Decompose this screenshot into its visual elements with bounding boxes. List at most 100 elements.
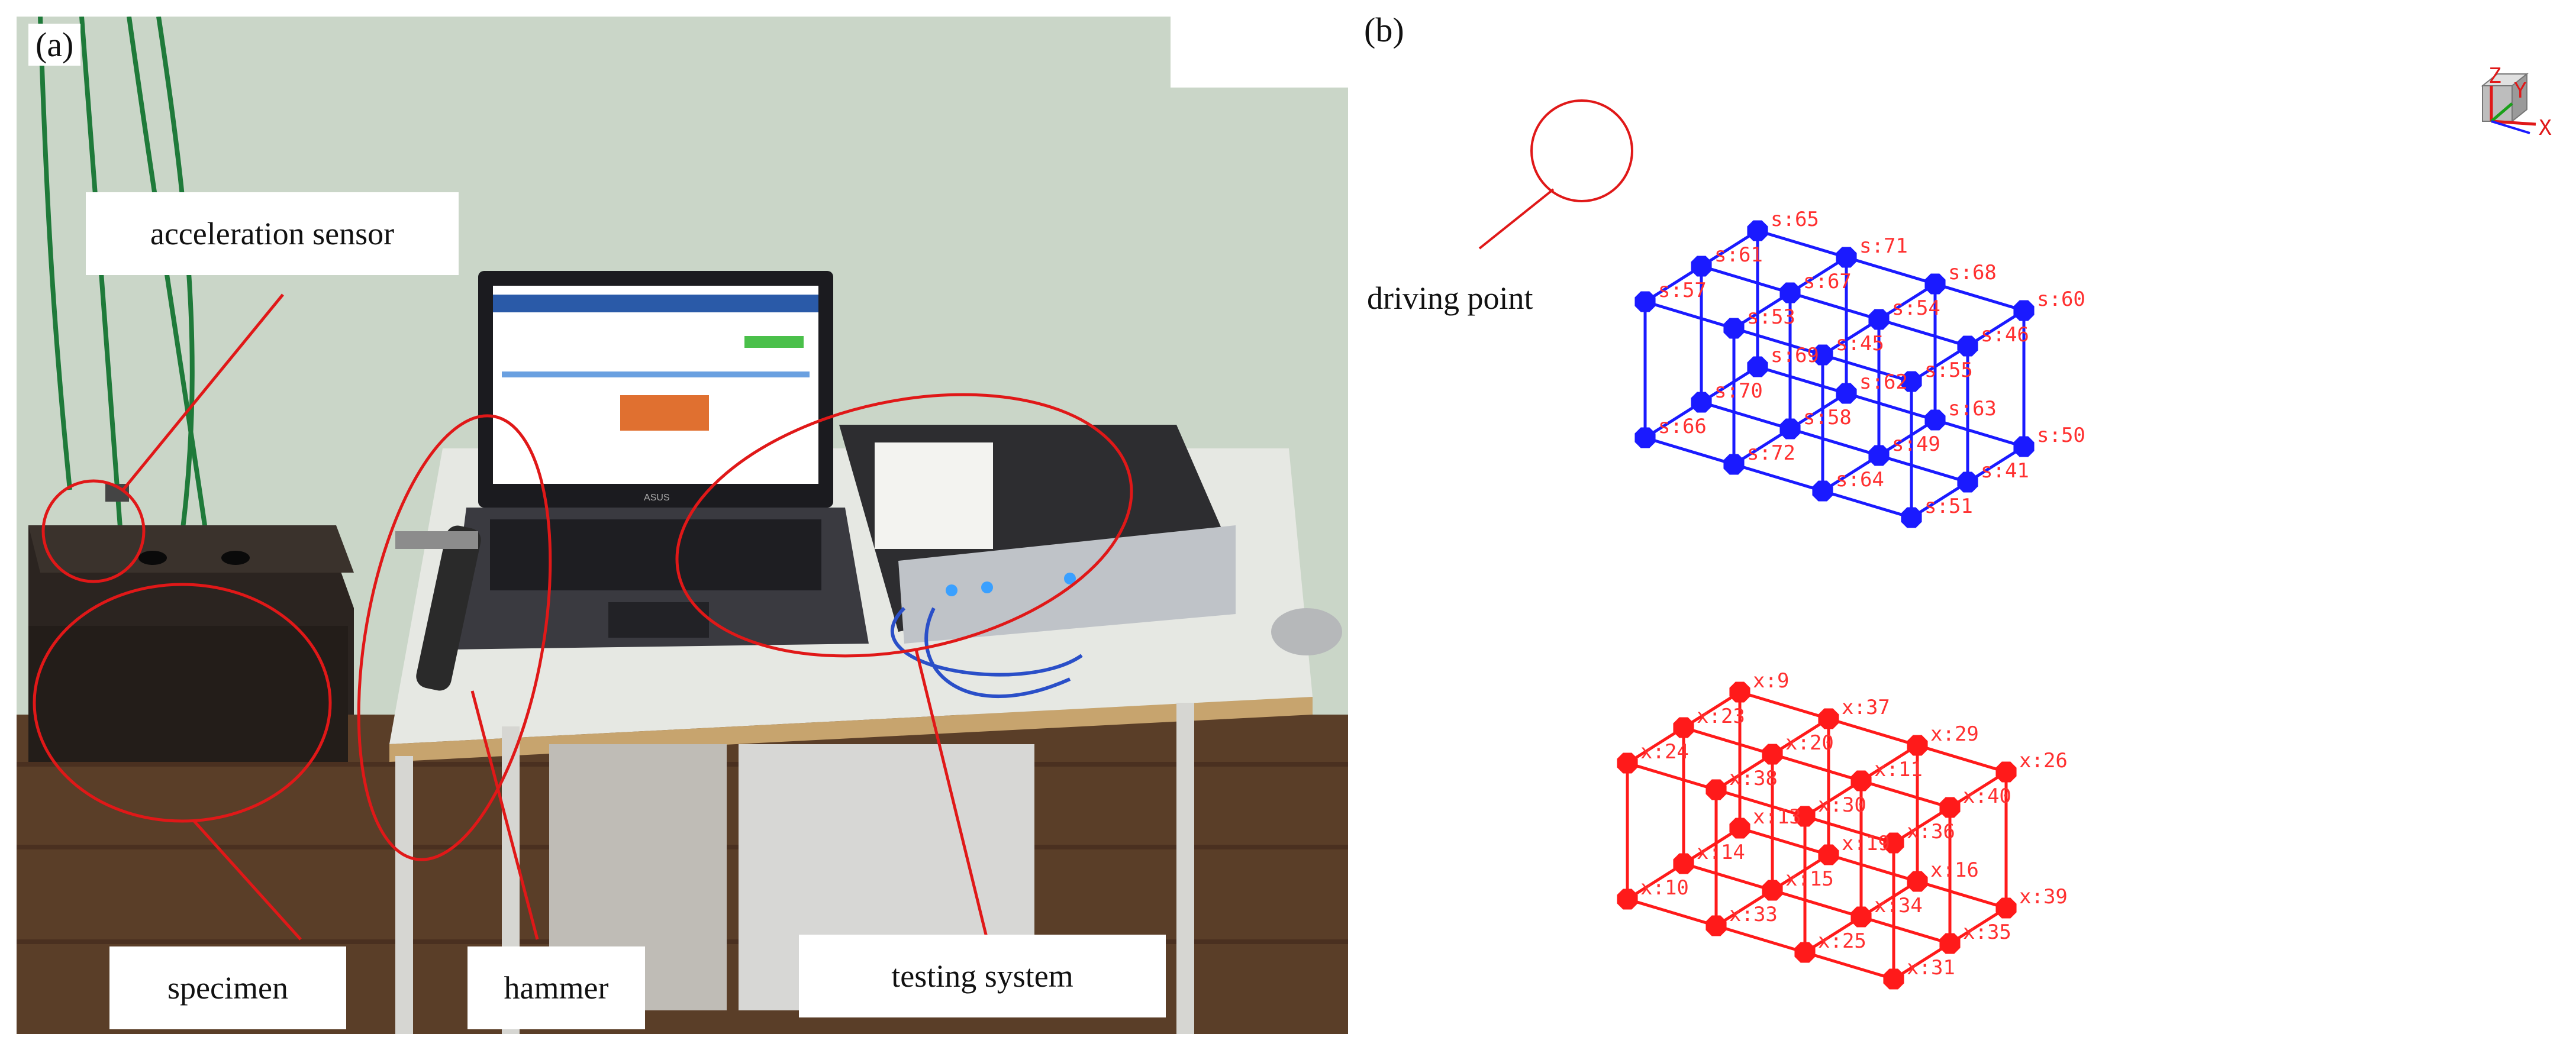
mouse <box>1271 608 1342 655</box>
lower-frame-edge <box>1715 752 1774 791</box>
blue-cables <box>891 606 1083 698</box>
upper-frame-edge <box>1790 291 1879 321</box>
panel-b-label: (b) <box>1364 11 1404 49</box>
lower-frame-edge <box>1804 779 1862 818</box>
upper-frame-edge <box>1644 400 1703 440</box>
lower-frame-edge <box>1804 915 1862 954</box>
upper-frame-edge <box>1966 309 2025 348</box>
specimen-blocks <box>28 484 354 762</box>
upper-node <box>1957 335 1978 357</box>
upper-frame-edge <box>1910 480 1969 519</box>
axis-y-label: Y <box>2514 79 2527 103</box>
lower-node-label: x:35 <box>1963 920 2011 944</box>
lower-frame-edge <box>1860 880 1919 919</box>
upper-node <box>1691 256 1712 277</box>
lower-node <box>1673 717 1694 738</box>
upper-node-label: s:60 <box>2037 287 2085 311</box>
lower-frame-edge <box>1716 924 1806 954</box>
lower-node-label: x:34 <box>1874 894 1923 917</box>
upper-frame-edge <box>1645 436 1734 466</box>
lower-node-label: x:24 <box>1640 740 1689 764</box>
lower-node <box>1818 844 1839 865</box>
upper-frame-edge <box>1701 264 1791 295</box>
driving-point-circle <box>1530 99 1633 202</box>
lower-node-label: x:38 <box>1729 767 1778 790</box>
laptop-brand: ASUS <box>644 493 670 503</box>
lower-frame-edge <box>1627 761 1717 791</box>
lower-frame-edge <box>1804 951 1894 981</box>
lower-node-label: x:20 <box>1785 731 1834 755</box>
lower-node-label: x:16 <box>1930 858 1979 882</box>
upper-frame-edge <box>1700 229 1759 268</box>
upper-node <box>1634 291 1656 312</box>
upper-frame-edge <box>1846 392 1936 422</box>
upper-node-label: s:66 <box>1658 415 1707 438</box>
upper-node <box>1747 220 1768 241</box>
driving-point-label: driving point <box>1367 280 1533 316</box>
lower-node-label: x:33 <box>1729 903 1778 926</box>
upper-node <box>1723 318 1745 339</box>
upper-node-label: s:53 <box>1747 305 1795 329</box>
upper-frame-edge <box>1790 427 1879 457</box>
upper-frame-edge <box>1645 300 1734 330</box>
lower-node-label: x:23 <box>1697 705 1745 728</box>
upper-frame-edge <box>1733 463 1823 493</box>
lower-frame-edge <box>1627 897 1717 928</box>
upper-frame-edge <box>1789 256 1848 295</box>
upper-frame-edge <box>1910 344 1969 383</box>
lower-node-label: x:37 <box>1842 696 1890 719</box>
lower-frame-edge <box>1682 690 1741 729</box>
upper-node <box>1634 427 1656 448</box>
axis-triad-icon: Z Y X <box>2481 64 2552 140</box>
upper-node <box>1868 445 1890 466</box>
hammer <box>395 525 481 691</box>
upper-node-label: s:67 <box>1803 270 1852 293</box>
lower-node <box>1995 761 2017 783</box>
upper-node <box>1836 383 1857 404</box>
upper-node-label: s:57 <box>1658 279 1707 302</box>
lower-node <box>1729 681 1750 703</box>
lower-frame-edge <box>1771 717 1830 756</box>
upper-node <box>1812 344 1833 366</box>
upper-frame-edge <box>1700 365 1759 404</box>
lower-node-label: x:26 <box>2019 749 2068 773</box>
lower-frame-edge <box>1917 880 2007 910</box>
upper-node <box>1868 309 1890 330</box>
upper-frame-edge <box>1878 318 1968 348</box>
mesh-model: (b) s:69s:65s:70s:61s:66s:57s:62s:71s:58… <box>1355 0 2576 1050</box>
lower-node <box>1794 942 1816 963</box>
upper-node-label: s:50 <box>2037 424 2085 447</box>
lower-node <box>1673 853 1694 874</box>
lower-frame-edge <box>1771 853 1830 892</box>
upper-node <box>1779 282 1801 303</box>
upper-frame-edge <box>1822 489 1912 519</box>
lower-node-label: x:40 <box>1963 784 2011 808</box>
upper-node-label: s:72 <box>1747 441 1795 465</box>
upper-frame-edge <box>1821 318 1880 357</box>
lower-frame-edge <box>1949 906 2007 945</box>
upper-frame-edge <box>1701 400 1791 431</box>
lower-frame-edge <box>1860 744 1919 783</box>
upper-node <box>1924 273 1946 295</box>
testing-system-label: testing system <box>799 935 1166 1017</box>
upper-node-label: s:49 <box>1892 432 1940 456</box>
upper-node-label: s:45 <box>1836 332 1884 356</box>
upper-node-label: s:55 <box>1924 358 1973 382</box>
lower-node-label: x:10 <box>1640 876 1689 900</box>
upper-node <box>1691 392 1712 413</box>
upper-node <box>2013 300 2035 321</box>
lower-frame-edge <box>1772 889 1862 919</box>
axis-x-label: X <box>2539 116 2552 140</box>
lower-node <box>1907 871 1928 892</box>
lower-node <box>1939 797 1961 818</box>
upper-node-label: s:70 <box>1714 379 1763 403</box>
upper-frame-edge <box>1878 418 1936 457</box>
upper-node <box>1779 418 1801 440</box>
lower-frame-edge <box>1804 815 1894 845</box>
lower-node-label: x:30 <box>1818 793 1866 817</box>
lower-frame <box>1626 690 2008 981</box>
lower-frame-edge <box>1683 862 1773 892</box>
testing-system-box <box>839 425 1236 644</box>
upper-frame-edge <box>1966 445 2025 484</box>
upper-node-label: s:71 <box>1859 234 1908 258</box>
